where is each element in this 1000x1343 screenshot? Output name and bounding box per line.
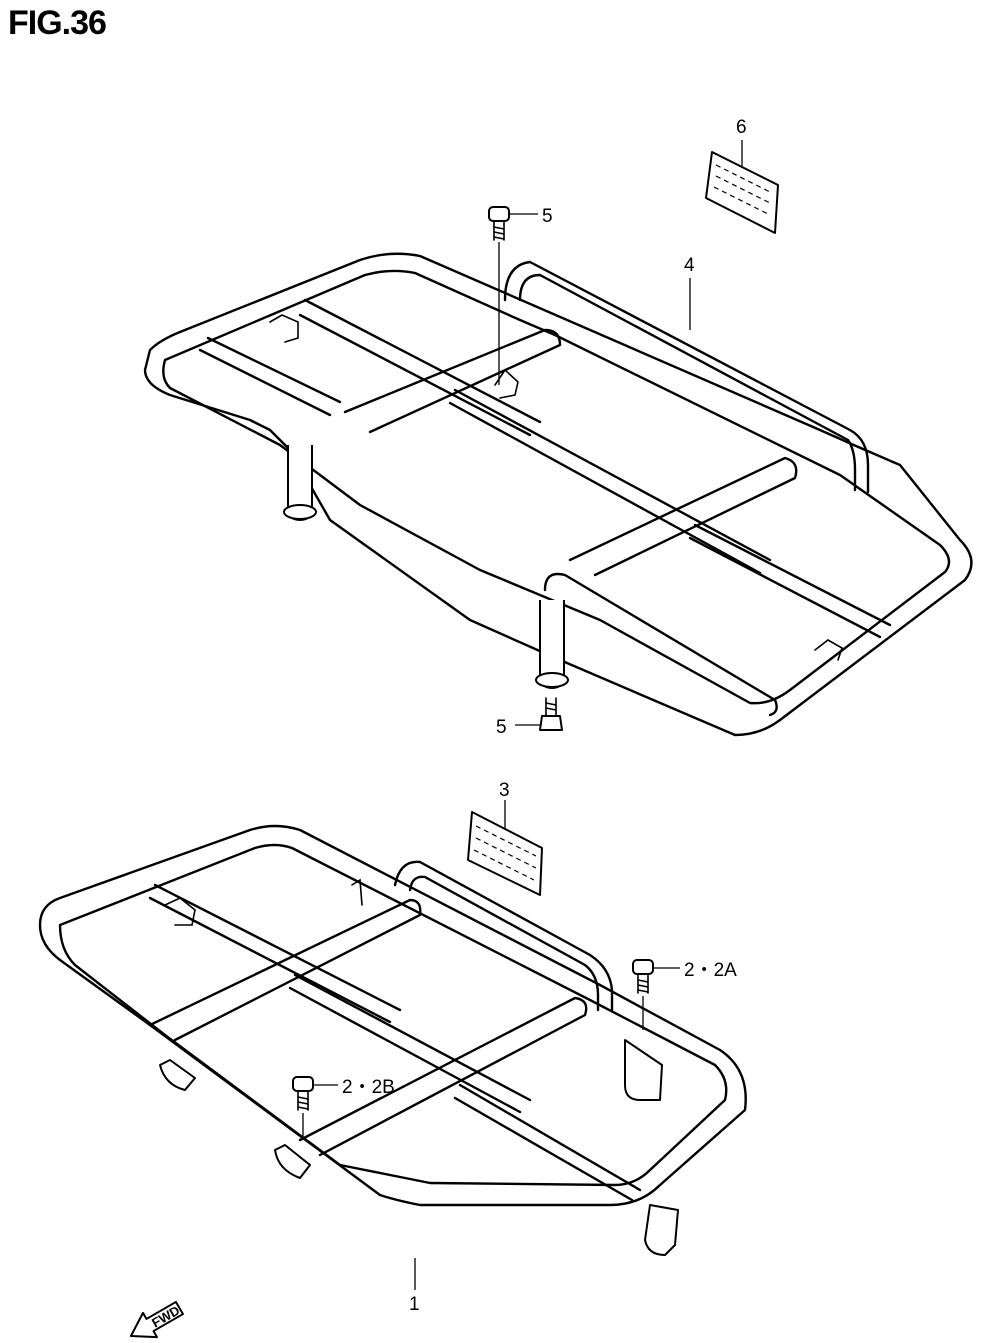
rear-carrier-raised-bar xyxy=(503,260,870,494)
front-carrier-assembly xyxy=(38,824,747,1290)
rear-carrier-long-tube-1 xyxy=(298,298,542,437)
rear-carrier-leg-right-foot xyxy=(535,672,569,688)
front-carrier-long-tube-1 xyxy=(148,883,402,1024)
callout-3: 3 xyxy=(499,780,510,801)
rear-carrier-long-tube-3 xyxy=(688,523,892,639)
bolt-2-2a xyxy=(632,959,680,1030)
callout-1: 1 xyxy=(409,1294,420,1315)
front-carrier-cross-tube-1 xyxy=(148,898,422,1042)
rear-carrier-assembly xyxy=(143,252,973,737)
rear-carrier-bracket-right xyxy=(814,639,843,661)
front-carrier-raised-bar xyxy=(393,860,614,1012)
callout-2-2a: 2・2A xyxy=(684,960,737,981)
figure-title: FIG.36 xyxy=(8,4,107,42)
rear-carrier-inner-frame xyxy=(162,269,951,705)
callout-5-bottom: 5 xyxy=(496,717,507,738)
front-carrier-foot-center xyxy=(274,1144,311,1179)
rear-carrier-cross-tube-1 xyxy=(343,328,562,434)
callout-2-2b: 2・2B xyxy=(342,1077,395,1098)
decal-6 xyxy=(705,140,779,234)
front-carrier-leg-front xyxy=(644,1204,679,1256)
front-carrier-leg-right xyxy=(624,1039,663,1101)
rear-carrier-long-tube-2 xyxy=(448,388,772,575)
front-carrier-bracket-left xyxy=(164,897,196,926)
front-carrier-long-tube-3 xyxy=(453,1083,642,1202)
rear-carrier-bracket-center xyxy=(494,368,519,399)
front-carrier-foot-left xyxy=(159,1059,196,1091)
rear-carrier-bracket-left xyxy=(269,314,299,343)
front-carrier-bracket-rear xyxy=(351,878,363,906)
bolt-2-2b xyxy=(292,1076,338,1138)
rear-carrier-cross-tube-2 xyxy=(568,456,798,577)
bolt-5-top xyxy=(488,206,538,385)
front-carrier-outer-frame xyxy=(38,824,747,1207)
rear-carrier-cross-tube-3b xyxy=(198,348,332,417)
rear-carrier-raised-bar-inner xyxy=(518,273,857,492)
rear-carrier-outer-frame xyxy=(143,252,973,737)
rear-carrier-leg-left-foot xyxy=(283,504,317,520)
rear-carrier-cross-tube-3 xyxy=(206,336,342,404)
callout-5-top: 5 xyxy=(542,206,553,227)
fwd-arrow-icon: FWD xyxy=(129,1300,184,1339)
front-carrier-long-tube-2 xyxy=(288,973,532,1114)
decal-3 xyxy=(467,800,543,896)
rear-carrier-lower-bar xyxy=(543,572,778,717)
callout-4: 4 xyxy=(684,255,695,276)
callout-6: 6 xyxy=(736,117,747,138)
front-carrier-raised-bar-inner xyxy=(408,875,600,1012)
front-carrier-inner-frame xyxy=(58,843,728,1187)
front-carrier-cross-tube-2 xyxy=(298,996,588,1157)
bolt-5-bottom xyxy=(515,697,563,731)
